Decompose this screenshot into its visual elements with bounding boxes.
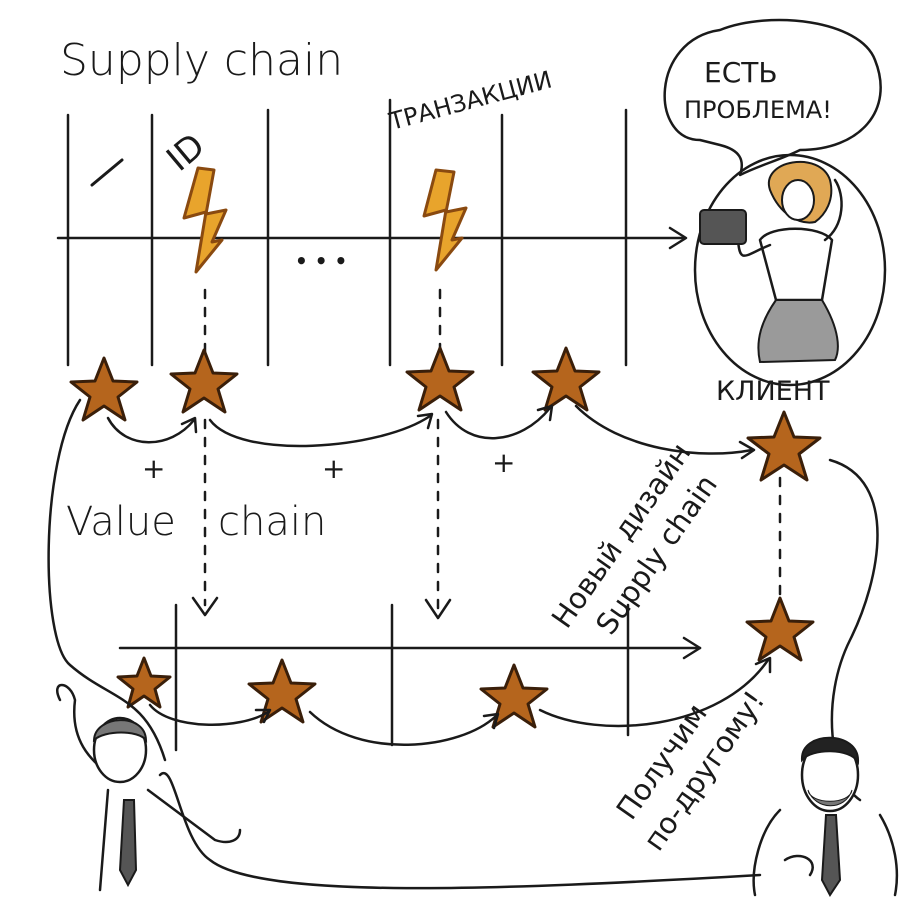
- skirt: [757, 299, 839, 364]
- star-icon: [405, 346, 475, 412]
- star-icon: [69, 356, 139, 422]
- star-icon: [746, 410, 822, 482]
- dashed-connectors: [203, 288, 782, 610]
- client-figure: [693, 153, 887, 387]
- lightning-bolt-icon: [182, 166, 228, 274]
- star-icon: [745, 596, 815, 662]
- value-chain-label-word1: Value: [66, 499, 176, 545]
- transactions-label: ТРАНЗАКЦИИ: [385, 66, 555, 137]
- top-grid: [66, 98, 628, 367]
- card-icon: [699, 209, 747, 245]
- star-icon: [169, 348, 239, 414]
- plus-sign: +: [142, 452, 165, 485]
- value-star-row-top: [69, 346, 822, 482]
- right-man: [752, 736, 899, 897]
- outer-loop-curve: [47, 398, 879, 890]
- title: Supply chain: [60, 35, 343, 86]
- plus-sign: +: [492, 446, 515, 479]
- speech-line2: ПРОБЛЕМА!: [684, 96, 832, 124]
- star-icon: [531, 346, 601, 412]
- value-star-row-bottom: [116, 596, 815, 729]
- star-icon: [479, 663, 549, 729]
- plus-sign: +: [322, 452, 345, 485]
- ellipsis: • • •: [295, 249, 347, 273]
- top-timeline-arrow: [56, 226, 688, 250]
- value-chain-label-word2: chain: [218, 499, 326, 545]
- left-man: [56, 683, 242, 892]
- value-chain-curves-bottom: [148, 656, 772, 747]
- speech-line1: ЕСТЬ: [704, 56, 778, 89]
- bottom-grid: [118, 603, 702, 752]
- lightning-bolt-icon: [422, 168, 468, 272]
- star-icon: [116, 656, 172, 709]
- speech-bubble: ЕСТЬ ПРОБЛЕМА!: [663, 18, 882, 177]
- value-chain-curves-top: [106, 404, 756, 460]
- new-design-label: Новый дизайн Supply chain: [545, 436, 724, 640]
- slash-mark: [90, 158, 124, 187]
- star-icon: [247, 658, 317, 724]
- down-arrowheads: [191, 596, 452, 620]
